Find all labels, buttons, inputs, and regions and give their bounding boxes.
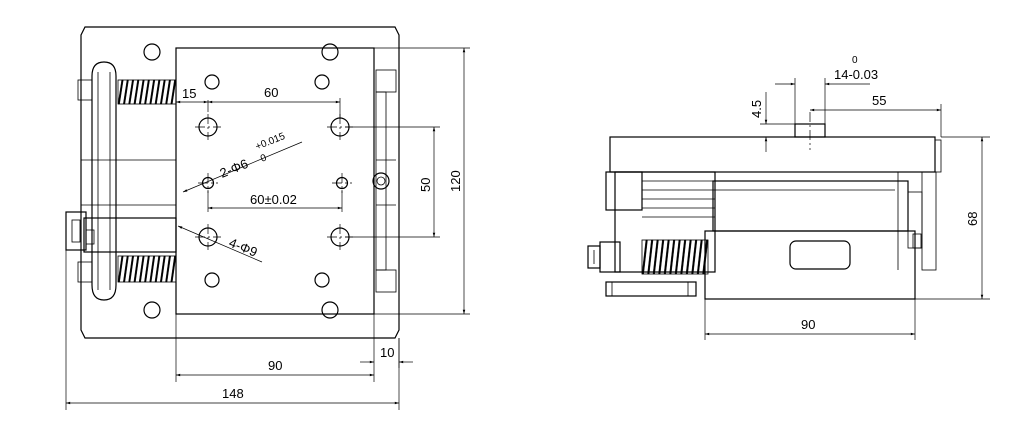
front-view: [65, 26, 400, 339]
table-hole: [314, 74, 330, 90]
top-table: [175, 47, 375, 315]
base-hole: [321, 43, 339, 61]
base-hole: [321, 301, 339, 319]
front-dimensions: [65, 47, 470, 410]
side-dimensions: [704, 78, 990, 340]
spring-bottom: [117, 255, 177, 283]
base-plate: [80, 26, 400, 339]
dim-15: 15: [182, 86, 196, 101]
table-hole: [204, 272, 220, 288]
side-handle: [605, 281, 697, 297]
side-inner-block: [712, 180, 909, 232]
dim-60: 60: [264, 85, 278, 100]
lock-knob: [372, 172, 390, 190]
table-hole: [314, 272, 330, 288]
table-hole: [204, 74, 220, 90]
dim-hole2: 2-Φ6: [218, 156, 251, 181]
dim-10: 10: [380, 345, 394, 360]
right-slots: [375, 69, 397, 293]
dim-68: 68: [965, 212, 980, 226]
dim-55: 55: [872, 93, 886, 108]
side-spring: [641, 239, 709, 275]
base-hole: [143, 43, 161, 61]
dim-120: 120: [448, 170, 463, 192]
dim-90: 90: [268, 358, 282, 373]
dim-148: 148: [222, 386, 244, 401]
dim-14: 14-0.03: [834, 67, 878, 82]
dim-tol-zero: 0: [259, 152, 269, 164]
hole-phi6: [198, 173, 352, 193]
clamp-bar: [83, 217, 177, 253]
dim-tol-plus: +0.015: [254, 131, 287, 153]
dim-50: 50: [418, 178, 433, 192]
base-hole: [143, 301, 161, 319]
side-top-plate: [609, 136, 936, 173]
clamp-block: [65, 211, 87, 251]
side-view: [587, 112, 942, 300]
dim-side-90: 90: [801, 317, 815, 332]
handle: [91, 61, 117, 301]
dim-4-5: 4.5: [749, 100, 764, 118]
dim-60-tol: 60±0.02: [250, 192, 297, 207]
spring-top: [117, 79, 177, 105]
side-window: [789, 240, 851, 270]
dim-side-zero: 0: [852, 55, 858, 66]
dim-hole4: 4-Φ9: [227, 235, 260, 260]
